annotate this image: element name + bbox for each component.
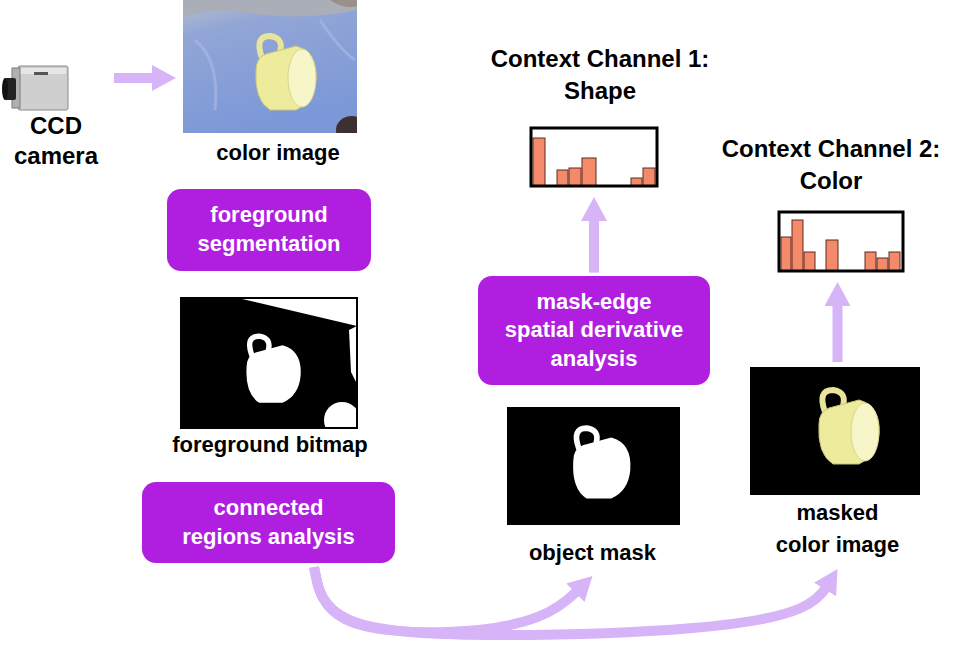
camera-node: CCD camera xyxy=(0,60,112,175)
flow-arrow xyxy=(833,296,843,362)
node-text: Context Channel 1: Shape xyxy=(470,43,730,108)
node-text: connected regions analysis xyxy=(176,494,361,551)
image-node: object mask xyxy=(495,405,690,572)
histogram-bar xyxy=(889,252,900,271)
node-text: color image xyxy=(216,139,339,168)
masked-ground xyxy=(750,367,920,495)
cup xyxy=(256,36,316,110)
bitmap-border xyxy=(181,298,357,428)
flow-arrow xyxy=(314,567,830,635)
camera-body xyxy=(18,66,68,110)
cup-opening xyxy=(288,49,316,107)
masked-cup xyxy=(819,390,879,464)
cup-body xyxy=(573,438,630,499)
process-box: foreground segmentation xyxy=(167,189,371,270)
histogram-bar xyxy=(792,220,803,271)
flow-arrow xyxy=(589,211,599,273)
process-box: connected regions analysis xyxy=(142,482,395,563)
flow-arrow xyxy=(114,73,162,83)
camera-icon xyxy=(2,66,68,110)
node-text: foreground bitmap xyxy=(172,431,368,460)
histogram-bar xyxy=(865,252,876,271)
histogram-bar xyxy=(533,138,545,186)
color-histogram xyxy=(779,212,903,271)
cup-body xyxy=(819,400,879,464)
node-text: masked color image xyxy=(772,497,904,561)
cup-body xyxy=(256,46,316,110)
color-photo xyxy=(183,0,357,133)
cloth-wrinkle xyxy=(320,20,355,60)
histogram-bar xyxy=(826,240,838,271)
photo-finger xyxy=(330,0,357,7)
foreground-bitmap xyxy=(181,298,357,428)
node-text: Context Channel 2: Color xyxy=(703,133,959,198)
histogram-bar xyxy=(582,158,596,186)
histogram-ground xyxy=(531,128,657,186)
bitmap-region xyxy=(324,402,357,428)
histogram-ground xyxy=(779,212,903,271)
bitmap-region xyxy=(349,326,357,384)
image-node: masked color image xyxy=(745,365,930,565)
camera-highlight xyxy=(20,68,66,74)
image-node: color image xyxy=(178,0,378,172)
histogram-bar xyxy=(781,237,791,271)
photo-dark-object xyxy=(336,116,357,133)
histogram-bar xyxy=(643,168,655,186)
cup-body xyxy=(246,345,300,403)
node-text: foreground segmentation xyxy=(179,201,359,258)
histogram-bar xyxy=(557,170,568,186)
cup-opening xyxy=(851,403,879,461)
histogram-bar xyxy=(569,168,581,186)
photo-ground xyxy=(183,0,357,133)
mask-ground xyxy=(507,407,680,525)
node-text: CCD camera xyxy=(6,111,106,171)
histogram-bar xyxy=(877,258,888,271)
histogram-frame xyxy=(779,212,903,271)
histogram-node: Context Channel 1: Shape xyxy=(455,40,745,195)
photo-background xyxy=(183,0,357,18)
node-text: object mask xyxy=(529,539,656,568)
process-box: mask-edge spatial derivative analysis xyxy=(478,276,710,386)
camera-logo xyxy=(34,72,48,75)
image-node: foreground bitmap xyxy=(150,296,390,464)
bitmap-region xyxy=(238,298,357,326)
node-text: mask-edge spatial derivative analysis xyxy=(502,288,686,374)
histogram-node: Context Channel 2: Color xyxy=(702,130,960,280)
mask-cup xyxy=(573,428,630,498)
cloth-wrinkle xyxy=(195,40,216,110)
camera-lens-front xyxy=(2,78,8,100)
shape-histogram xyxy=(531,128,657,186)
bitmap-cup xyxy=(246,336,300,403)
histogram-frame xyxy=(531,128,657,186)
histogram-bar xyxy=(804,252,815,271)
